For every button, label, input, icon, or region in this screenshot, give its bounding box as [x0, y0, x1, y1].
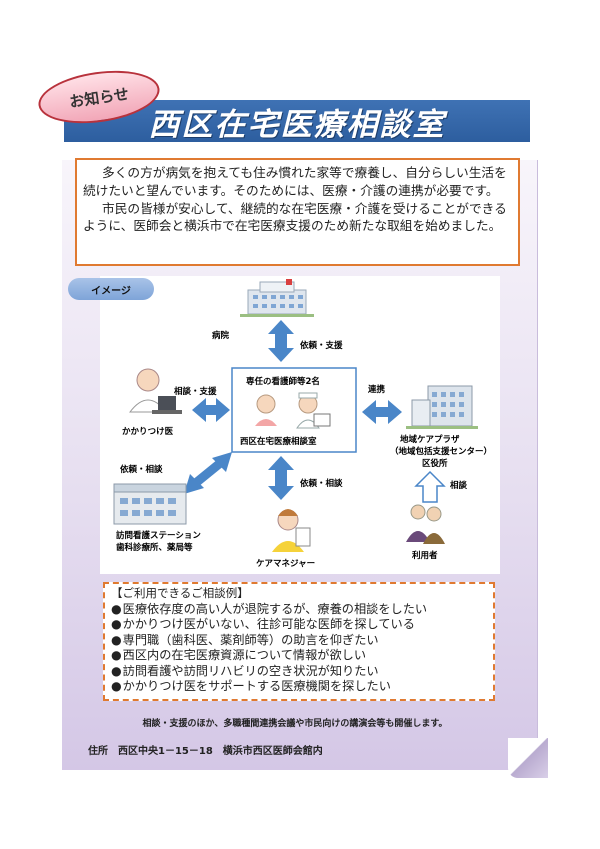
family-doctor-icon [128, 368, 182, 414]
station-line1: 訪問看護ステーション [116, 530, 201, 541]
cases-list: 医療依存度の高い人が退院するが、療養の相談をしたい かかりつけ医がいない、往診可… [111, 602, 487, 695]
arrow-plaza-label: 連携 [368, 384, 386, 395]
arrow-doctor [192, 398, 230, 422]
page-title: 西区在宅医療相談室 [64, 100, 530, 143]
nurses-icon [255, 392, 331, 429]
intro-box: 多くの方が病気を抱えても住み慣れた家等で療養し、自分らしい生活を続けたいと望んで… [75, 158, 520, 266]
arrow-care-label: 依頼・相談 [300, 478, 343, 489]
arrow-hospital-label: 依頼・支援 [300, 340, 343, 351]
arrow-user-label: 相談 [450, 480, 468, 491]
station-icon [113, 483, 187, 525]
arrow-plaza [362, 400, 402, 424]
list-item: 西区内の在宅医療資源について情報が欲しい [111, 648, 487, 664]
hospital-label: 病院 [212, 330, 230, 341]
list-item: 医療依存度の高い人が退院するが、療養の相談をしたい [111, 602, 487, 618]
hospital-icon [240, 279, 314, 317]
list-item: 訪問看護や訪問リハビリの空き状況が知りたい [111, 664, 487, 680]
list-item: 専門職（歯科医、薬剤師等）の助言を仰ぎたい [111, 633, 487, 649]
care-manager-icon [272, 509, 311, 552]
intro-paragraph-1: 多くの方が病気を抱えても住み慣れた家等で療養し、自分らしい生活を続けたいと望んで… [83, 165, 507, 198]
care-plaza-line3: 区役所 [422, 458, 448, 469]
care-plaza-line1: 地域ケアプラザ [400, 434, 460, 445]
service-diagram: 病院 依頼・支援 専任の看護師等2名 西区在宅医療相談室 かかりつけ医 相談・支… [113, 279, 492, 569]
intro-paragraph-2: 市民の皆様が安心して、継続的な在宅医療・介護を受けることができるように、医師会と… [83, 200, 507, 234]
cases-header: 【ご利用できるご相談例】 [111, 586, 249, 600]
center-box [231, 367, 357, 453]
care-manager-label: ケアマネジャー [256, 558, 315, 569]
care-plaza-line2: （地域包括支援センター） [390, 446, 492, 457]
address: 住所 西区中央1－15－18 横浜市西区医師会館内 [88, 746, 323, 757]
user-icon [406, 504, 445, 544]
user-label: 利用者 [411, 550, 438, 561]
image-label: イメージ [68, 278, 154, 300]
list-item: かかりつけ医をサポートする医療機関を探したい [111, 679, 487, 695]
page-fold-corner [508, 738, 548, 778]
footer-note: 相談・支援のほか、多職種間連携会議や市民向けの講演会等も開催します。 [142, 719, 448, 729]
family-doctor-label: かかりつけ医 [122, 427, 174, 437]
care-plaza-icon [406, 385, 478, 429]
arrow-hospital [268, 320, 294, 362]
list-item: かかりつけ医がいない、往診可能な医師を探している [111, 617, 487, 633]
arrow-care-manager [268, 456, 294, 500]
consultation-examples: 【ご利用できるご相談例】 医療依存度の高い人が退院するが、療養の相談をしたい か… [103, 582, 495, 701]
arrow-station [184, 452, 232, 494]
center-name: 西区在宅医療相談室 [240, 436, 317, 447]
station-line2: 歯科診療所、薬局等 [116, 542, 193, 553]
arrow-user [414, 470, 446, 503]
arrow-doctor-label: 相談・支援 [174, 386, 217, 397]
center-caption: 専任の看護師等2名 [246, 376, 320, 387]
arrow-station-label: 依頼・相談 [120, 464, 163, 475]
